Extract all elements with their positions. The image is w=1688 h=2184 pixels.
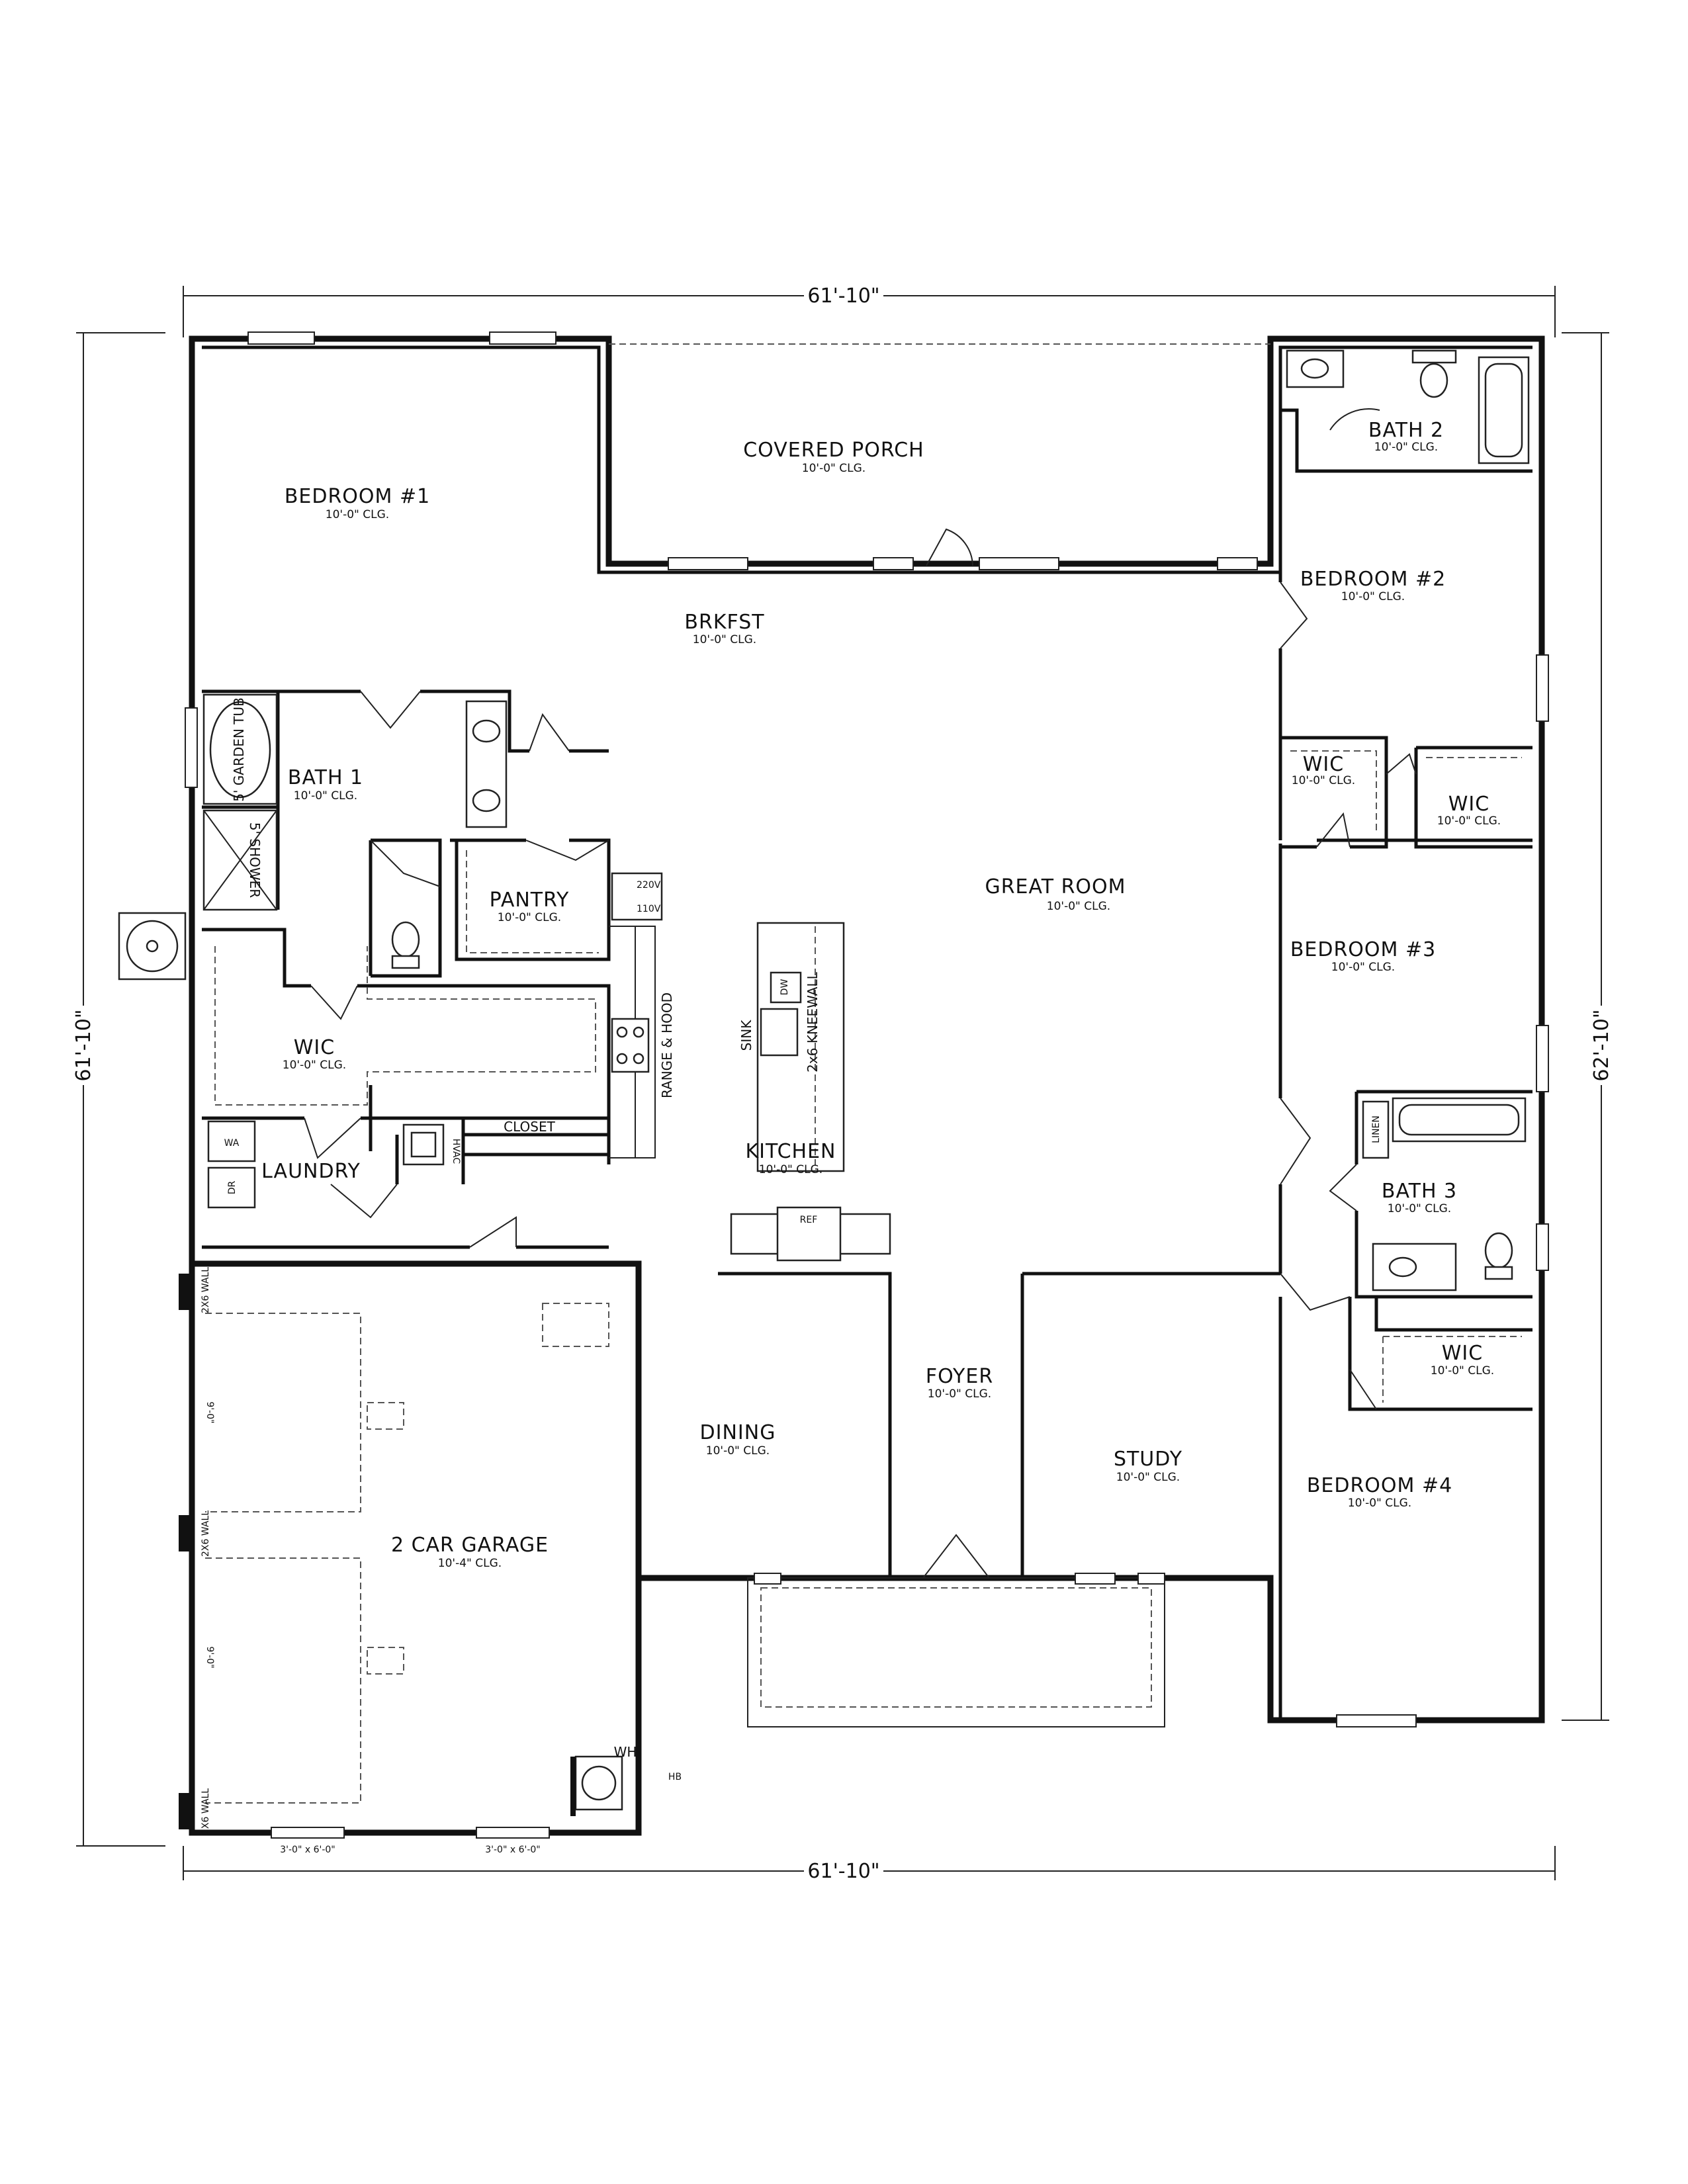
label-great-room: GREAT ROOM [985, 875, 1126, 898]
label-2x6-wall-3: 2X6 WALL [200, 1788, 211, 1835]
clg-bedroom-2: 10'-0" CLG. [1341, 590, 1405, 603]
label-kneewall: 2x6 KNEEWALL [805, 971, 821, 1072]
label-wh: WH [614, 1744, 637, 1760]
windows [185, 331, 1549, 1839]
label-door-size-1: 3'-0" x 6'-0" [280, 1845, 335, 1855]
clg-kitchen: 10'-0" CLG. [759, 1163, 822, 1176]
label-bath-3: BATH 3 [1382, 1180, 1457, 1203]
clg-bedroom-3: 10'-0" CLG. [1331, 961, 1395, 974]
label-wic-b: WIC [1448, 793, 1489, 816]
label-wic-a: WIC [1303, 753, 1344, 776]
label-2x6-wall-1: 2X6 WALL [200, 1267, 211, 1313]
label-shower: 5' SHOWER [247, 822, 263, 898]
dimension-left: 61'-10" [72, 1009, 95, 1081]
label-hvac: HVAC [451, 1139, 461, 1164]
clg-wic-master: 10'-0" CLG. [283, 1059, 346, 1072]
clg-bath-3: 10'-0" CLG. [1388, 1202, 1451, 1215]
label-garage: 2 CAR GARAGE [391, 1534, 549, 1557]
clg-bedroom-1: 10'-0" CLG. [326, 508, 389, 521]
dimension-lines [76, 286, 1609, 1880]
exterior-walls [189, 335, 1545, 1836]
clg-bedroom-4: 10'-0" CLG. [1348, 1497, 1411, 1510]
label-hb: HB [668, 1772, 682, 1782]
label-sink: SINK [738, 1020, 754, 1051]
dimension-right: 62'-10" [1590, 1009, 1613, 1081]
label-bedroom-3: BEDROOM #3 [1290, 938, 1436, 961]
label-bedroom-2: BEDROOM #2 [1300, 568, 1446, 591]
label-closet: CLOSET [504, 1119, 555, 1135]
label-garden-tub: 5' GARDEN TUB [231, 697, 247, 802]
clg-brkfst: 10'-0" CLG. [693, 633, 756, 646]
label-dining: DINING [700, 1421, 776, 1444]
doors [304, 408, 1417, 1579]
label-pantry: PANTRY [490, 889, 570, 912]
label-2x6-wall-2: 2X6 WALL [200, 1510, 211, 1557]
clg-bath-1: 10'-0" CLG. [294, 789, 357, 803]
room-labels: COVERED PORCH 10'-0" CLG. BEDROOM #1 10'… [261, 419, 1501, 1570]
fixtures [118, 343, 1530, 1829]
label-door-9ft-1: 9'-0" [204, 1401, 215, 1423]
label-bedroom-4: BEDROOM #4 [1307, 1474, 1452, 1497]
clg-wic-bedroom-4: 10'-0" CLG. [1431, 1364, 1494, 1377]
label-range-hood: RANGE & HOOD [659, 992, 675, 1098]
clg-great-room: 10'-0" CLG. [1047, 900, 1110, 913]
clg-pantry: 10'-0" CLG. [498, 911, 561, 924]
label-dw: DW [779, 979, 790, 996]
label-brkfst: BRKFST [684, 611, 764, 634]
clg-study: 10'-0" CLG. [1116, 1471, 1180, 1484]
clg-bath-2: 10'-0" CLG. [1374, 441, 1438, 454]
clg-dining: 10'-0" CLG. [706, 1444, 770, 1458]
label-bath-2: BATH 2 [1368, 419, 1444, 442]
clg-wic-b: 10'-0" CLG. [1437, 814, 1501, 828]
label-linen: LINEN [1371, 1115, 1382, 1143]
interior-walls [192, 408, 1533, 1720]
label-study: STUDY [1114, 1448, 1182, 1471]
label-laundry: LAUNDRY [261, 1160, 361, 1183]
dimension-top: 61'-10" [807, 284, 879, 308]
clg-foyer: 10'-0" CLG. [928, 1387, 991, 1401]
clg-covered-porch: 10'-0" CLG. [802, 462, 866, 475]
label-wa: WA [224, 1138, 240, 1149]
label-bedroom-1: BEDROOM #1 [285, 485, 430, 508]
label-door-size-2: 3'-0" x 6'-0" [485, 1845, 541, 1855]
label-220v: 220V [637, 880, 661, 891]
dimension-bottom: 61'-10" [807, 1860, 879, 1883]
fixture-labels: 5' GARDEN TUB 5' SHOWER 220V 110V RANGE … [200, 697, 1382, 1855]
front-porch [747, 1577, 1165, 1727]
label-bath-1: BATH 1 [288, 766, 363, 789]
label-foyer: FOYER [926, 1365, 993, 1388]
label-dr: DR [227, 1180, 238, 1194]
label-110v: 110V [637, 904, 661, 914]
label-covered-porch: COVERED PORCH [743, 439, 924, 462]
label-wic-bedroom-4: WIC [1442, 1342, 1483, 1365]
clg-garage: 10'-4" CLG. [438, 1557, 502, 1570]
label-ref: REF [800, 1215, 818, 1225]
label-wic-master: WIC [294, 1036, 335, 1059]
clg-wic-a: 10'-0" CLG. [1292, 774, 1355, 787]
label-door-9ft-2: 9'-0" [204, 1646, 215, 1668]
label-kitchen: KITCHEN [746, 1140, 836, 1163]
